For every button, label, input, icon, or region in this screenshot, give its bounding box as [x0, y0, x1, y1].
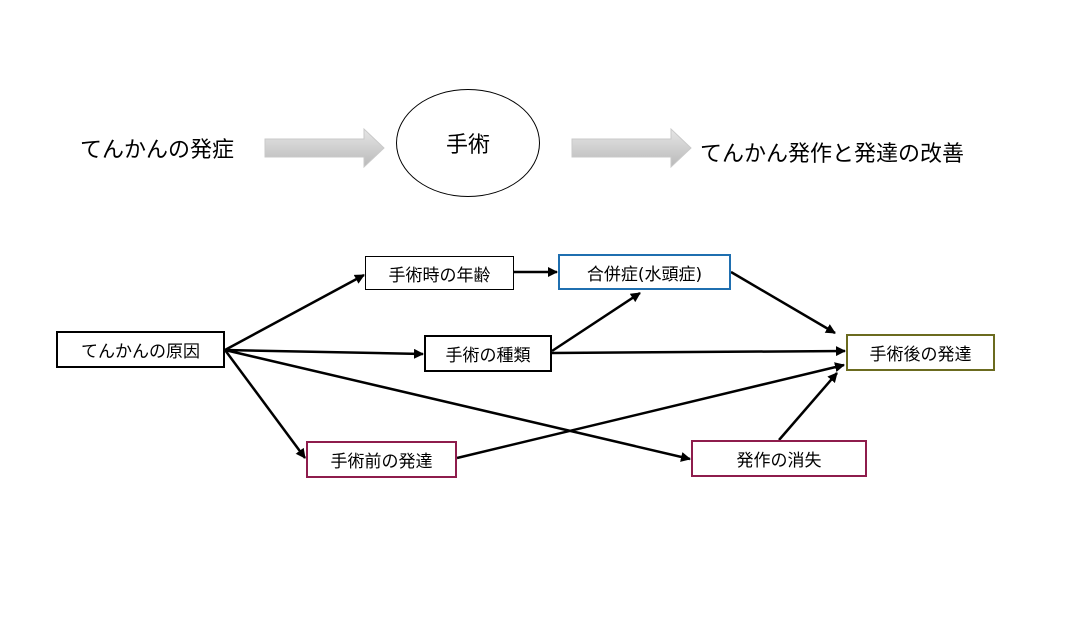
node-complication-label: 合併症(水頭症) [586, 264, 703, 285]
surgery-oval: 手術 [396, 89, 540, 197]
node-epilepsy-cause-label: てんかんの原因 [81, 342, 200, 362]
node-pre-surgery-development: 手術前の発達 [306, 441, 457, 478]
arrow-seizure-free-to-post-dev [778, 372, 838, 441]
node-surgery-type: 手術の種類 [424, 335, 552, 372]
node-post-surgery-development: 手術後の発達 [846, 334, 995, 371]
arrow-cause-to-type [224, 348, 424, 359]
arrow-cause-to-age [224, 273, 365, 352]
gray-arrow-2 [571, 127, 692, 169]
gray-arrow-1 [264, 127, 385, 169]
node-surgery-type-label: 手術の種類 [445, 346, 531, 366]
node-seizure-freedom: 発作の消失 [691, 440, 867, 477]
node-epilepsy-cause: てんかんの原因 [56, 331, 225, 368]
onset-label: てんかんの発症 [80, 138, 235, 163]
arrow-complication-to-post-dev [730, 270, 836, 335]
arrow-pre-dev-to-post-dev [456, 362, 845, 460]
node-pre-surgery-development-label: 手術前の発達 [330, 452, 433, 472]
surgery-label: 手術 [445, 133, 490, 158]
arrow-type-to-post-dev [551, 346, 846, 357]
node-seizure-freedom-label: 発作の消失 [736, 451, 822, 471]
node-age-at-surgery: 手術時の年齢 [365, 256, 514, 290]
node-complication: 合併症(水頭症) [558, 254, 731, 290]
arrow-cause-to-pre-dev [223, 349, 307, 459]
node-age-at-surgery-label: 手術時の年齢 [388, 265, 491, 286]
outcome-label: てんかん発作と発達の改善 [700, 142, 965, 167]
arrow-type-to-complication [551, 291, 641, 353]
arrow-cause-to-seizure-free [224, 348, 691, 462]
node-post-surgery-development-label: 手術後の発達 [869, 345, 972, 365]
